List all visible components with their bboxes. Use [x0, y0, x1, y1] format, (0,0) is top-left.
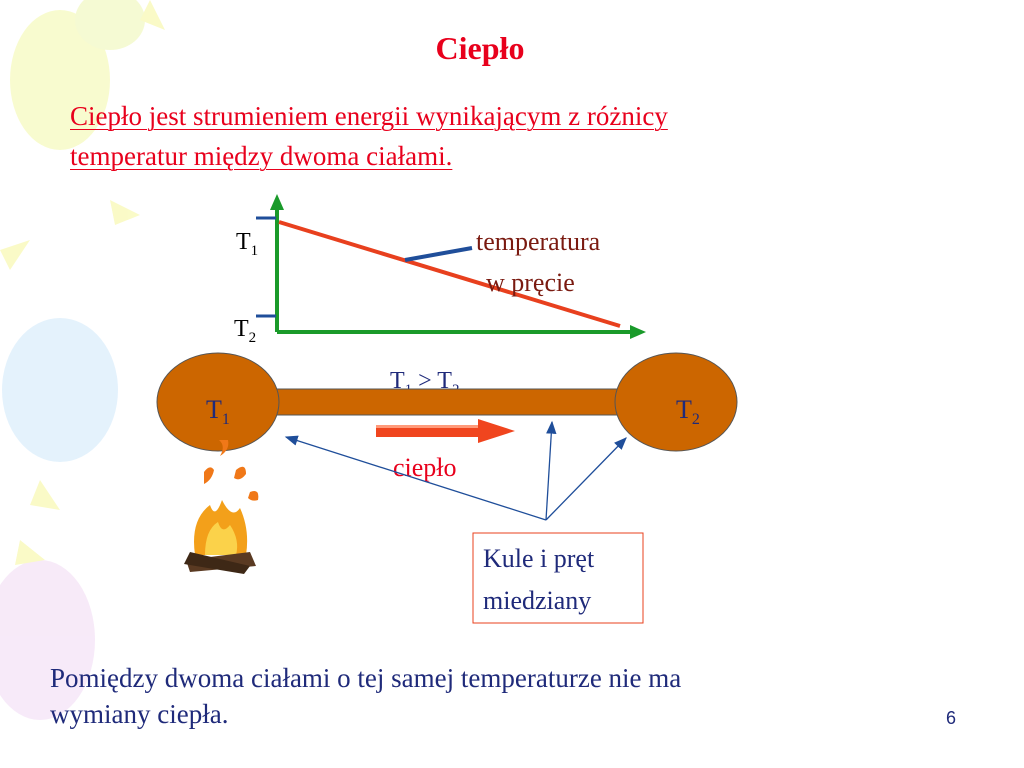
- pointer-to-rod: [545, 420, 557, 521]
- t2-axis-label: T2: [234, 316, 256, 346]
- heat-definition: Ciepło jest strumieniem energii wynikają…: [70, 96, 850, 176]
- decor-ray: [110, 200, 140, 225]
- decor-balloon-yellow: [10, 10, 110, 150]
- footer-line-2: wymiany ciepła.: [50, 699, 229, 729]
- flame-core: [205, 522, 238, 555]
- label-pointer-arrow: [404, 246, 473, 262]
- decor-ray: [140, 0, 165, 30]
- callout-line-2: miedziany: [483, 586, 591, 615]
- callout-line-1: Kule i pręt: [483, 544, 595, 573]
- flame-spark: [234, 466, 246, 480]
- campfire-icon: [184, 440, 259, 574]
- pointer-to-left-ball: [284, 435, 547, 521]
- firewood-log: [184, 552, 250, 574]
- callout-pointers: [284, 420, 627, 521]
- flame-spark: [219, 440, 229, 456]
- right-ball-label: T2: [676, 395, 700, 428]
- heat-arrow-highlight: [376, 425, 478, 428]
- decor-balloon-pink: [0, 560, 95, 720]
- heat-arrow-head: [478, 419, 515, 443]
- decor-balloon-small: [75, 0, 145, 50]
- definition-line-1: Ciepło jest strumieniem energii wynikają…: [70, 101, 668, 131]
- temperature-profile-line: [278, 220, 621, 328]
- heat-flow-arrow: [376, 419, 515, 443]
- temperature-graph: T1 T2 temperatura w pręcie: [234, 194, 646, 346]
- decor-ray: [0, 240, 30, 270]
- equilibrium-note: Pomiędzy dwoma ciałami o tej samej tempe…: [50, 660, 890, 732]
- pointer-to-right-ball: [545, 437, 627, 521]
- heat-label: ciepło: [393, 453, 457, 482]
- left-copper-ball: [156, 352, 280, 452]
- decor-ray: [15, 540, 45, 565]
- x-axis-arrowhead: [630, 325, 646, 339]
- t1-axis-label: T1: [236, 229, 258, 259]
- flame-spark: [248, 491, 259, 501]
- definition-line-2: temperatur między dwoma ciałami.: [70, 141, 453, 171]
- left-ball-label: T1: [206, 395, 230, 428]
- decor-ray: [30, 480, 60, 510]
- footer-line-1: Pomiędzy dwoma ciałami o tej samej tempe…: [50, 663, 682, 693]
- rod-temperature-label-2: w pręcie: [486, 268, 575, 297]
- y-axis-arrowhead: [270, 194, 284, 210]
- material-callout-box: [472, 532, 644, 624]
- decor-balloon-blue: [2, 318, 118, 462]
- slide-title: Ciepło: [435, 30, 525, 66]
- copper-rod: [271, 388, 623, 416]
- slide-number: 6: [946, 708, 957, 728]
- right-copper-ball: [614, 352, 738, 452]
- copper-apparatus: T1 T2: [156, 352, 738, 452]
- flame-spark: [204, 467, 214, 484]
- rod-temperature-label-1: temperatura: [476, 227, 601, 256]
